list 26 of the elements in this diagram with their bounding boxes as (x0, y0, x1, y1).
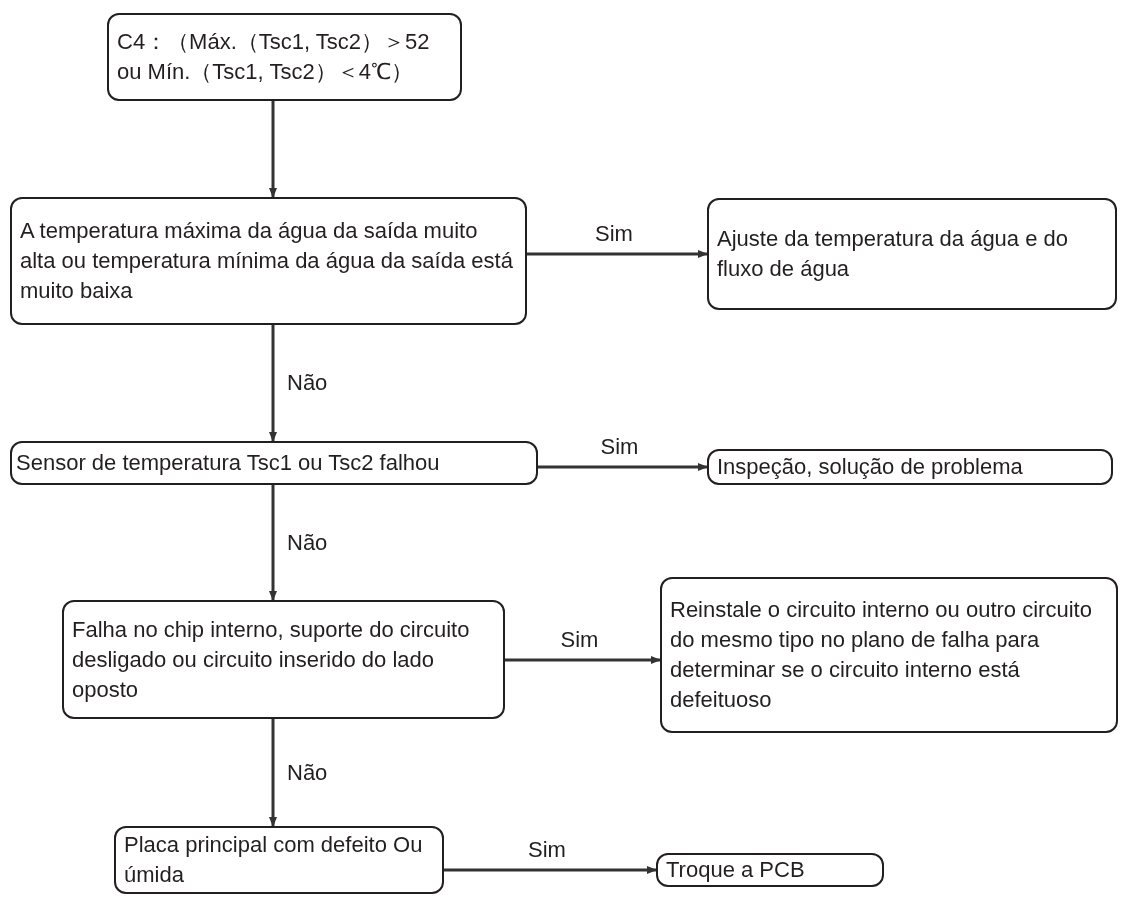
arrow (538, 463, 708, 471)
process-box (62, 600, 505, 719)
arrow (269, 485, 277, 601)
arrow (269, 325, 277, 442)
arrow (505, 656, 661, 664)
process-box (707, 449, 1113, 485)
box-text: Falha no chip interno, suporte do circuito desligado ou circuito inserido do lado oposto (72, 615, 471, 704)
box-text: Inspeção, solução de problema (717, 453, 1024, 481)
box-text: Placa principal com defeito Ou úmida (124, 831, 424, 889)
box-text: Reinstale o circuito interno ou outro circuito do mesmo tipo no plano de falha para determinar se o circuito interno está defeituoso (670, 596, 1093, 714)
arrow (444, 866, 657, 874)
box-text: A temperatura máxima da água da saída muito alta ou temperatura mínima da água da saída está muito baixa (20, 217, 514, 305)
arrow (269, 101, 277, 198)
box-text: Sensor de temperatura Tsc1 ou Tsc2 falhou (16, 449, 441, 477)
box-text: Troque a PCB (666, 856, 806, 884)
process-box (10, 441, 538, 485)
process-box (107, 13, 462, 101)
arrow (269, 719, 277, 827)
process-box (707, 198, 1117, 310)
process-box (114, 826, 444, 894)
box-text: C4：（Máx.（Tsc1, Tsc2）＞52 ou Mín.（Tsc1, Tsc2）＜4℃） (117, 28, 431, 86)
process-box (10, 197, 527, 325)
arrow (527, 250, 708, 258)
process-box (656, 853, 884, 887)
box-text: Ajuste da temperatura da água e do fluxo de água (717, 225, 1070, 283)
process-box (660, 577, 1118, 733)
